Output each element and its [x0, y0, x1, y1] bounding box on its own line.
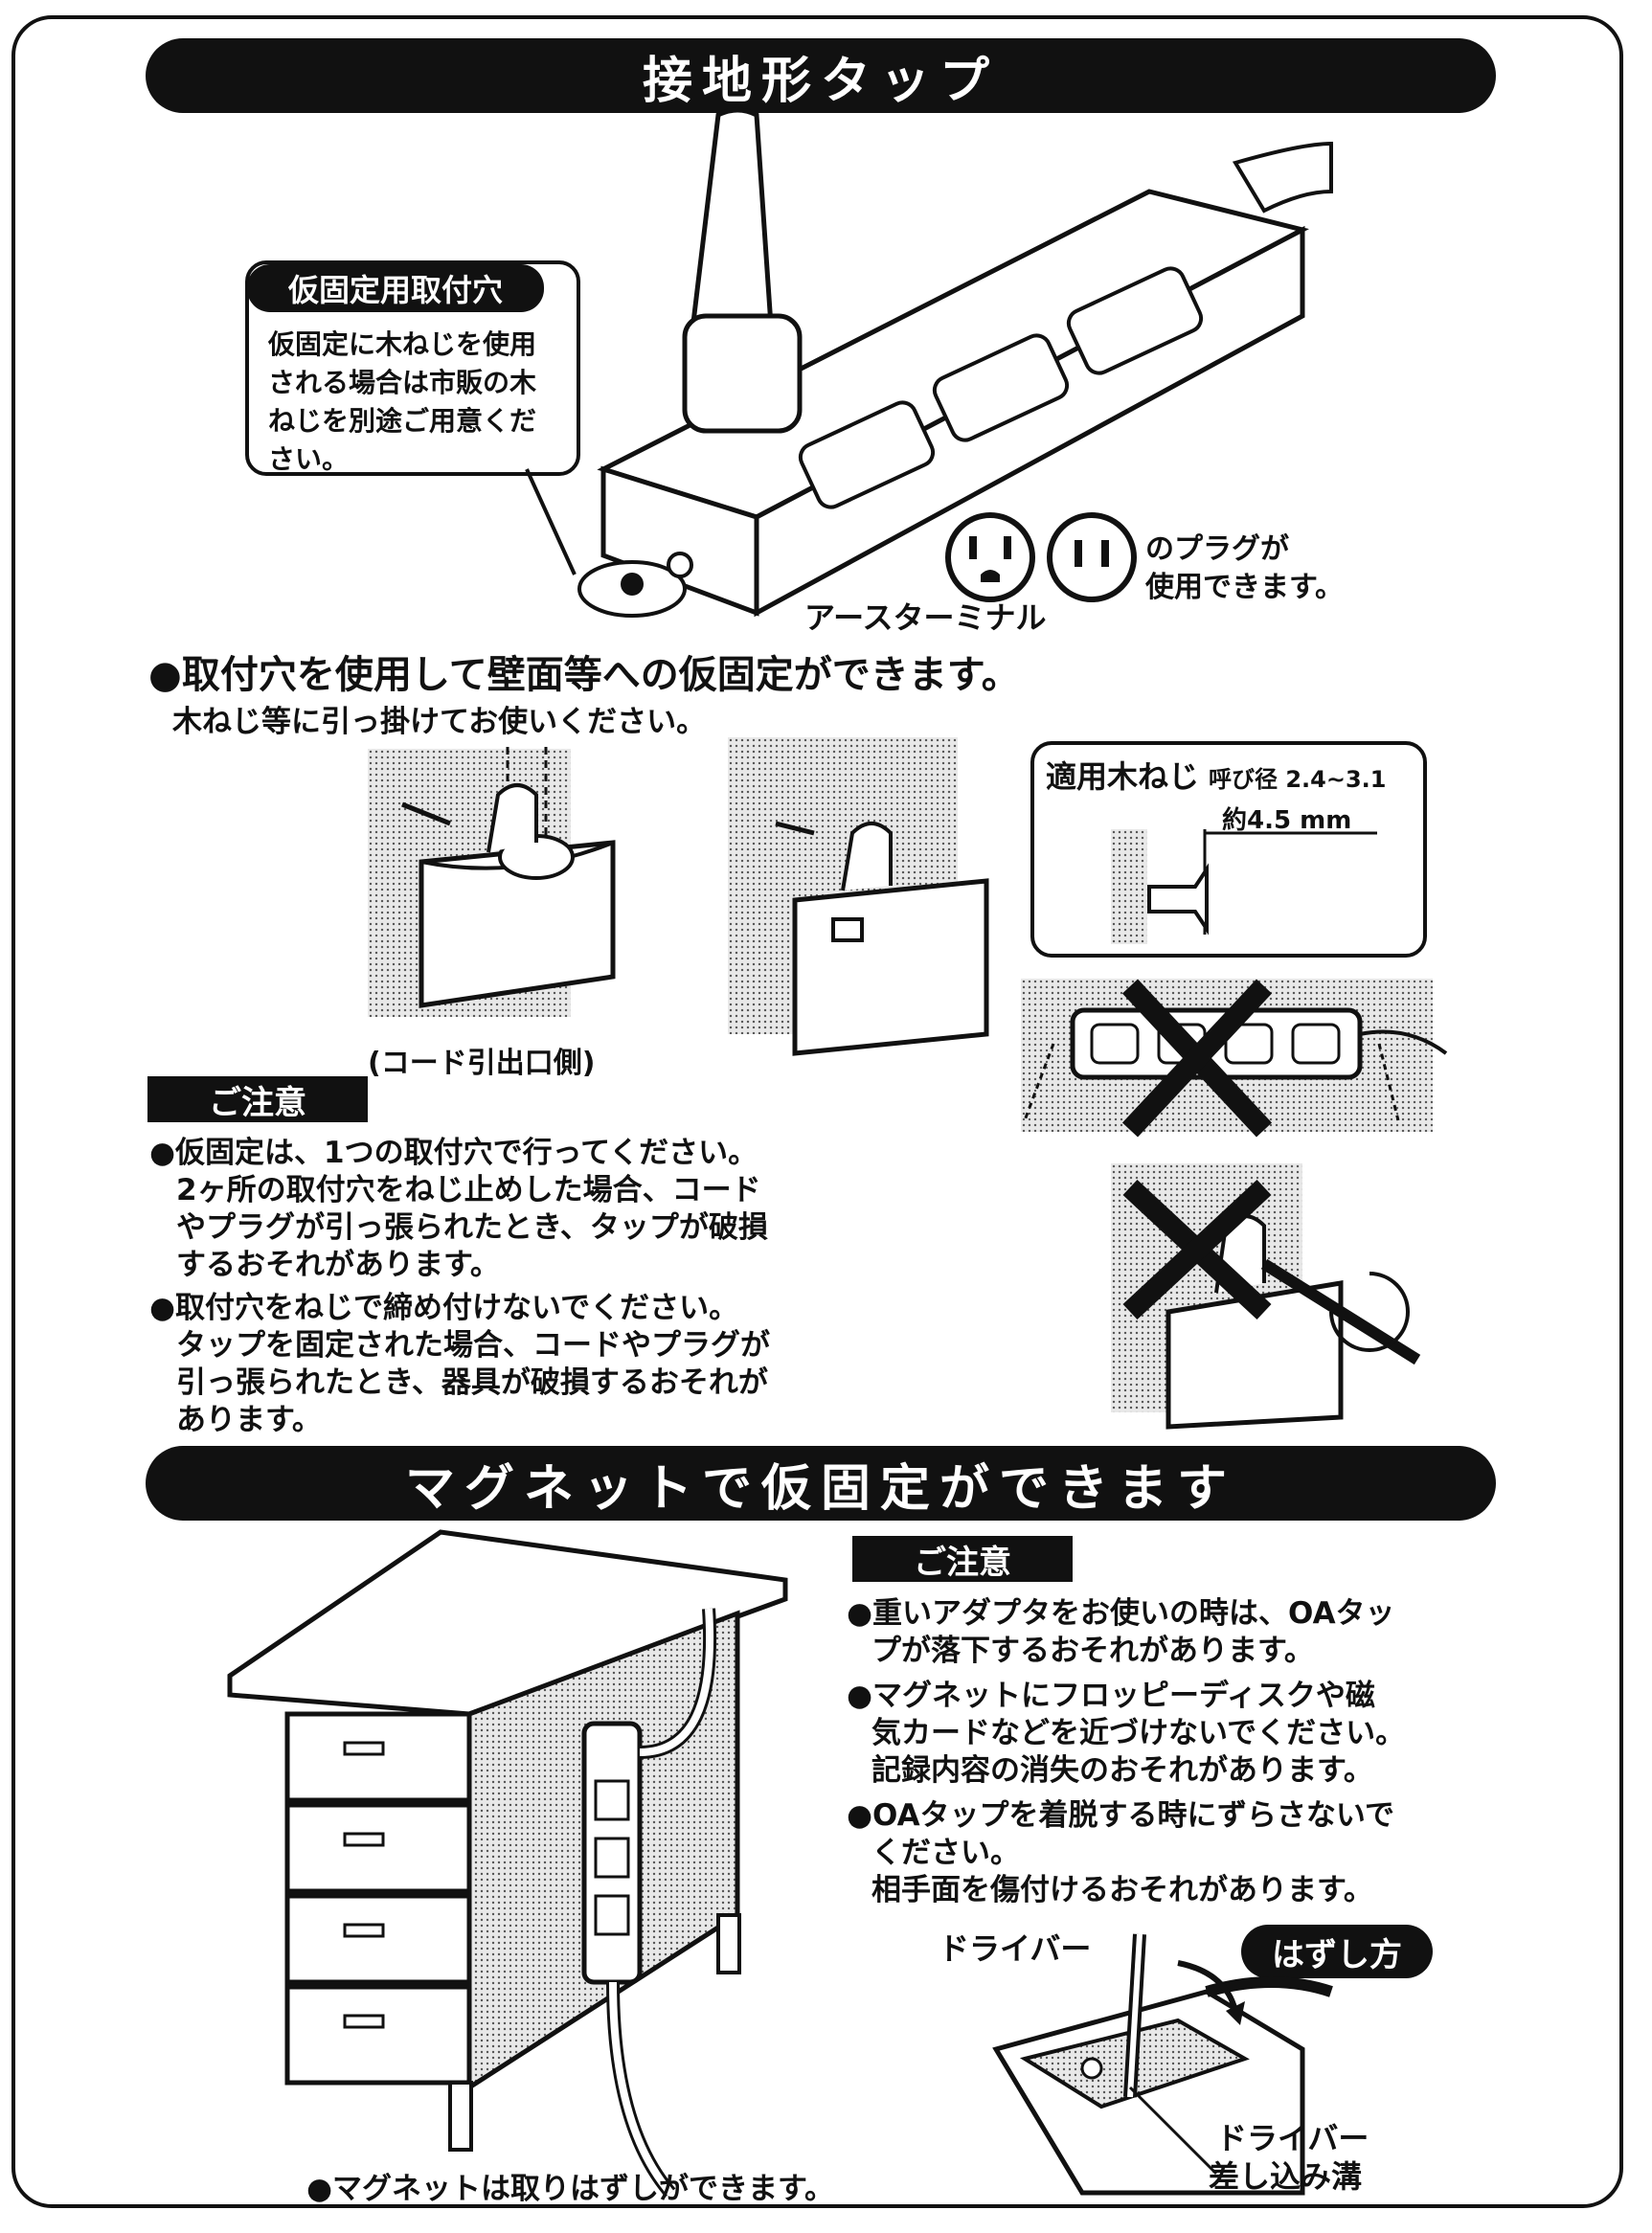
caution1-line-5: ●取付穴をねじで締め付けないでください。	[149, 1291, 739, 1325]
caution1-line-3: やプラグが引っ張られたとき、タップが破損	[176, 1210, 768, 1245]
section1-subheading: 木ねじ等に引っ掛けてお使いください。	[172, 705, 707, 739]
caution1-line-8: あります。	[176, 1403, 322, 1437]
screw-icon	[1147, 829, 1377, 936]
plug-note-1: のプラグが	[1145, 532, 1289, 566]
driver-label: ドライバー	[939, 1930, 1092, 1967]
section2-banner: マグネットで仮固定ができます	[146, 1446, 1496, 1521]
removal-illustration	[992, 1933, 1333, 2196]
prohibited-tighten-illustration	[1122, 1179, 1421, 1430]
desk-illustration	[227, 1529, 788, 2198]
screw-size: 呼び径 2.4~3.1	[1209, 766, 1387, 793]
power-strip-illustration	[577, 107, 1333, 618]
page-frame	[11, 15, 1623, 2208]
two-pin-plug-icon	[1047, 512, 1137, 602]
mount-hole-text-1: 仮固定に木ねじを使用	[268, 328, 537, 360]
section2-title: マグネットで仮固定ができます	[404, 1459, 1236, 1518]
caution2-line-8: 相手面を傷付けるおそれがあります。	[871, 1873, 1373, 1907]
screw-wall	[1111, 829, 1147, 944]
caution2-line-6: ●OAタップを着脱する時にずらさないで	[847, 1798, 1394, 1833]
caution2-line-3: ●マグネットにフロッピーディスクや磁	[847, 1679, 1375, 1713]
section1-banner: 接地形タップ	[146, 38, 1496, 113]
mount-hole-text-3: ねじを別途ご用意くだ	[268, 405, 537, 437]
section1-heading: ●取付穴を使用して壁面等への仮固定ができます。	[148, 653, 1020, 697]
caution1-line-7: 引っ張られたとき、器具が破損するおそれが	[176, 1365, 768, 1400]
caution2-line-7: ください。	[871, 1836, 1020, 1870]
caution2-line-5: 記録内容の消失のおそれがあります。	[871, 1753, 1373, 1788]
grounded-plug-icon	[945, 512, 1035, 602]
magnet-note: ●マグネットは取りはずしができます。	[306, 2172, 834, 2206]
wall-mount-illustration-2	[775, 821, 989, 1056]
mount-hole-label: 仮固定用取付穴	[247, 264, 544, 312]
screw-label: 適用木ねじ	[1046, 758, 1200, 795]
plug-note-2: 使用できます。	[1145, 571, 1344, 604]
caution1-line-4: するおそれがあります。	[176, 1248, 500, 1282]
prohibited-two-screws-illustration	[1023, 979, 1448, 1138]
caution1-line-1: ●仮固定は、1つの取付穴で行ってください。	[149, 1136, 758, 1170]
caution2-line-4: 気カードなどを近づけないでください。	[871, 1716, 1406, 1750]
wall-mount-illustration-1	[401, 747, 616, 1008]
slot-label-2: 差し込み溝	[1209, 2158, 1363, 2195]
caution1-line-2: 2ヶ所の取付穴をねじ止めした場合、コード	[176, 1173, 761, 1207]
mount-hole-text-4: さい。	[268, 443, 350, 475]
caution2-line-2: プが落下するおそれがあります。	[871, 1634, 1314, 1668]
screw-callout	[1030, 741, 1427, 958]
earth-terminal-label: アースターミナル	[804, 599, 1047, 636]
slot-label-1: ドライバー	[1216, 2120, 1369, 2156]
remove-label: はずし方	[1241, 1925, 1433, 1978]
callout-leader	[525, 468, 577, 575]
caution-label-1: ご注意	[147, 1076, 368, 1122]
mount-hole-text-2: される場合は市販の木	[268, 367, 537, 398]
screw-depth: 約4.5 mm	[1222, 806, 1352, 835]
caution-label-2: ご注意	[852, 1536, 1073, 1582]
cord-side-label: (コード引出口側)	[368, 1047, 596, 1080]
section1-title: 接地形タップ	[642, 52, 999, 110]
caution1-line-6: タップを固定された場合、コードやプラグが	[176, 1328, 770, 1363]
caution2-line-1: ●重いアダプタをお使いの時は、OAタッ	[847, 1596, 1395, 1631]
